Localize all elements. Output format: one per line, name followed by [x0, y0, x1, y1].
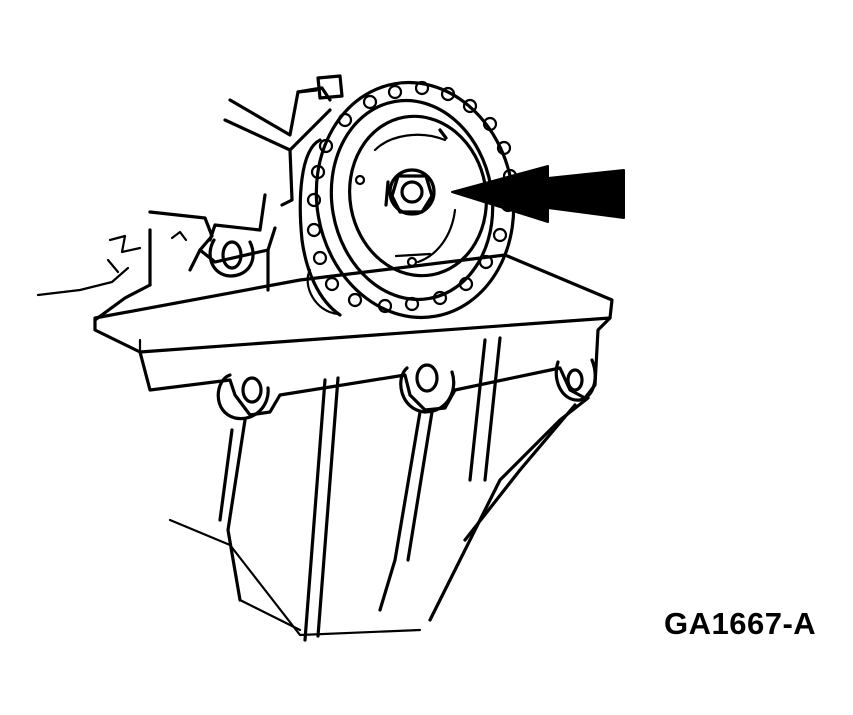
sprocket-bolt: [384, 168, 436, 216]
engine-block: [93, 253, 614, 642]
pointer-arrow: [451, 165, 625, 223]
bolt-hole: [241, 376, 263, 404]
cylinder-head: [36, 74, 344, 322]
bolt-hole: [566, 368, 584, 392]
bolt-hole: [415, 363, 439, 393]
head-bolt-hole: [221, 240, 243, 270]
figure-label: GA1667-A: [664, 606, 817, 641]
